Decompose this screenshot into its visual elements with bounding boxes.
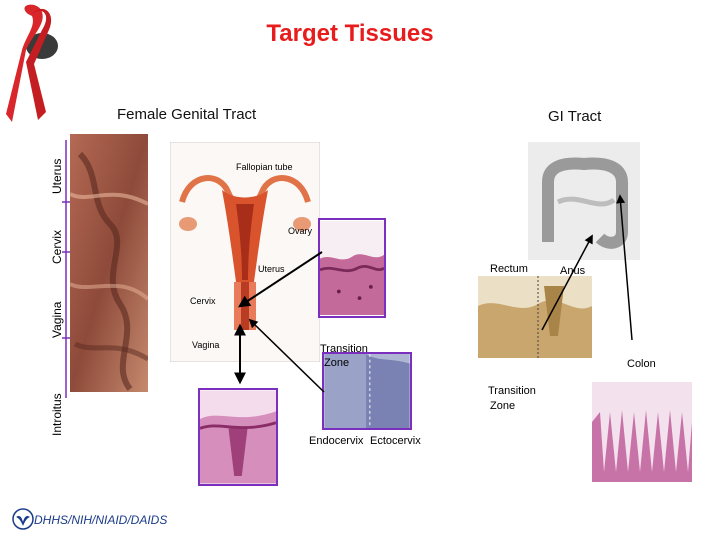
label-transition-zone-gi-2: Zone bbox=[490, 400, 516, 412]
female-section-title: Female Genital Tract bbox=[117, 106, 257, 123]
label-transition-zone-cervix-2: Zone bbox=[324, 357, 350, 369]
anatomy-label-vagina: Vagina bbox=[192, 340, 220, 350]
anatomy-label-fallopian: Fallopian tube bbox=[236, 162, 293, 172]
footer-agency: DHHS/NIH/NIAID/DAIDS bbox=[34, 513, 168, 527]
gi-section-title: GI Tract bbox=[548, 108, 602, 125]
label-transition-zone-cervix-1: Transition bbox=[320, 343, 368, 355]
histology-ectocervix bbox=[318, 218, 386, 318]
label-transition-zone-gi-1: Transition bbox=[488, 385, 536, 397]
histology-transition-zone-cervix bbox=[322, 352, 412, 430]
label-ectocervix: Ectocervix bbox=[370, 435, 421, 447]
label-colon: Colon bbox=[627, 358, 656, 370]
label-rectum: Rectum bbox=[490, 263, 528, 275]
histology-introitus bbox=[198, 388, 278, 486]
anatomy-label-uterus: Uterus bbox=[258, 264, 285, 274]
label-endocervix: Endocervix bbox=[309, 435, 364, 447]
hhs-eagle-icon bbox=[12, 508, 34, 530]
anatomy-label-cervix: Cervix bbox=[190, 296, 216, 306]
histology-colon bbox=[592, 382, 692, 482]
mucosa-photo bbox=[70, 134, 148, 392]
red-ribbon-logo bbox=[6, 4, 58, 122]
label-anus: Anus bbox=[560, 265, 586, 277]
page-title: Target Tissues bbox=[266, 20, 434, 47]
anatomy-label-ovary: Ovary bbox=[288, 226, 313, 236]
histology-rectum-transition bbox=[478, 276, 592, 358]
region-axis bbox=[62, 140, 70, 398]
